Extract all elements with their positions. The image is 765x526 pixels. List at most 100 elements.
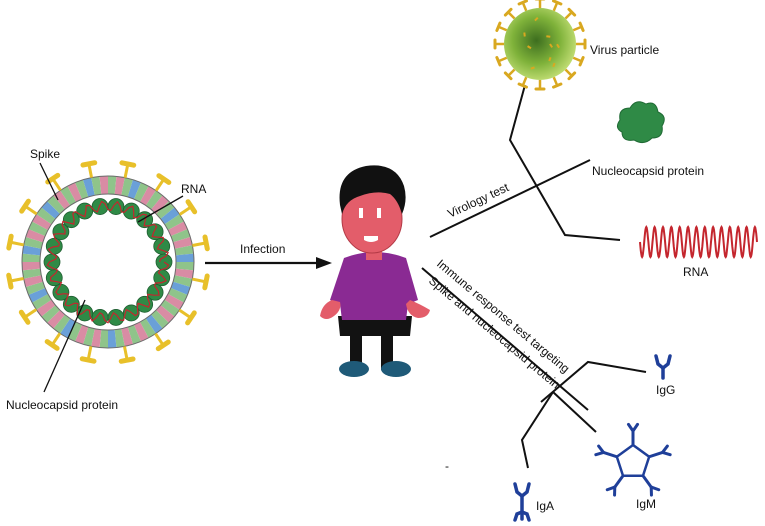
igg-antibody-icon	[654, 354, 672, 380]
membrane-outer-edge	[21, 175, 195, 349]
spike-label: Spike	[30, 147, 60, 161]
membrane-segment	[22, 262, 41, 271]
membrane-segment	[151, 310, 169, 329]
nucleocapsid-blob	[146, 223, 164, 241]
nucleocapsid-protein-icon	[616, 101, 665, 144]
virology-branch-tree	[508, 84, 621, 241]
virus-spike-head	[503, 71, 513, 81]
nucleocapsid-blob	[122, 202, 140, 220]
membrane-segment	[114, 328, 125, 348]
igm-fab	[660, 444, 669, 454]
membrane-segment	[60, 318, 76, 338]
coronavirus-illustration	[6, 160, 210, 364]
membrane-segment	[47, 310, 65, 329]
membrane-segment	[145, 314, 163, 334]
spike-head	[44, 339, 60, 351]
person-shirt	[330, 252, 418, 320]
infection-label: Infection	[240, 242, 285, 256]
nucleocapsid-blob	[45, 269, 63, 287]
igm-arm	[648, 450, 663, 459]
membrane-segment	[83, 327, 95, 347]
dash-mark: -	[445, 459, 449, 473]
person-pants	[338, 316, 412, 336]
membrane-segment	[25, 229, 46, 243]
igm-fab	[626, 422, 635, 433]
membrane-segment	[114, 176, 125, 196]
igm-label: IgM	[636, 497, 656, 511]
virology-main-line	[429, 159, 591, 238]
virus-spike-head	[495, 21, 502, 32]
rna-label-right: RNA	[683, 265, 708, 279]
nucleocapsid-label-left: Nucleocapsid protein	[6, 398, 118, 412]
rna-label-left: RNA	[181, 182, 206, 196]
membrane-segment	[173, 237, 193, 249]
rna-wave-icon	[639, 224, 758, 260]
membrane-segment	[164, 214, 184, 230]
membrane-segment	[25, 281, 46, 295]
membrane-segment	[75, 324, 89, 345]
membrane-segment	[22, 245, 42, 256]
membrane-segment	[160, 299, 180, 317]
membrane-segment	[173, 275, 193, 287]
nucleocapsid-callout-line	[43, 299, 86, 393]
infection-arrowhead	[316, 257, 332, 269]
igm-core	[615, 443, 651, 478]
person-left-eye	[359, 208, 363, 218]
immune-branch-right	[540, 360, 647, 403]
person-right-eye	[377, 208, 381, 218]
person-right-shoe	[381, 361, 411, 377]
membrane-segment	[22, 268, 42, 279]
virus-spike-head	[552, 0, 563, 6]
membrane-segment	[60, 186, 76, 206]
membrane-segment	[32, 214, 52, 230]
membrane-segment	[47, 195, 65, 214]
membrane-segment	[151, 195, 169, 214]
rna-strand	[46, 200, 170, 324]
person-figure	[320, 165, 430, 377]
spike-head	[118, 356, 136, 364]
membrane-segment	[127, 179, 141, 200]
membrane-segment	[91, 176, 102, 196]
membrane-segment	[53, 314, 71, 334]
membrane-segment	[83, 177, 95, 197]
person-left-hand	[320, 300, 341, 319]
virus-surface-spike	[552, 62, 556, 68]
nucleocapsid-blob	[52, 223, 70, 241]
virus-spike-stalk	[564, 68, 573, 77]
nucleocapsid-label-right: Nucleocapsid protein	[592, 164, 704, 178]
immune-branch-igm	[552, 391, 597, 433]
spike-head	[155, 339, 171, 352]
membrane-segment	[167, 288, 188, 303]
membrane-segment	[156, 305, 175, 323]
virus-particle-label: Virus particle	[590, 43, 659, 57]
nucleocapsid-blob	[107, 309, 125, 326]
membrane-segment	[134, 321, 149, 342]
igm-antibody-icon	[594, 422, 672, 497]
membrane-segment	[145, 190, 163, 210]
virus-spike-head	[517, 0, 528, 6]
membrane-segment	[127, 324, 141, 345]
membrane-segment	[41, 305, 60, 323]
membrane-segment	[23, 237, 43, 249]
membrane-segment	[22, 253, 41, 262]
spike-head	[19, 198, 31, 214]
membrane-segment	[108, 329, 117, 348]
spike-head	[18, 309, 31, 325]
spike-head	[185, 199, 198, 215]
membrane-segment	[121, 327, 133, 347]
virus-surface-spike	[548, 56, 552, 62]
membrane-segment	[170, 281, 191, 295]
membrane-segment	[140, 318, 156, 338]
virus-surface-spike	[527, 45, 532, 50]
spike-head	[202, 234, 210, 252]
membrane-segment	[23, 275, 43, 287]
nucleocapsid-blob	[91, 198, 109, 215]
person-right-hand	[406, 300, 430, 318]
membrane-segment	[75, 179, 89, 200]
person-hair	[339, 165, 406, 214]
immune-branch-left	[520, 391, 554, 469]
person-mouth	[364, 236, 378, 242]
membrane-segment	[174, 268, 194, 279]
membrane-segment	[164, 294, 184, 310]
membrane-segment	[140, 186, 156, 206]
